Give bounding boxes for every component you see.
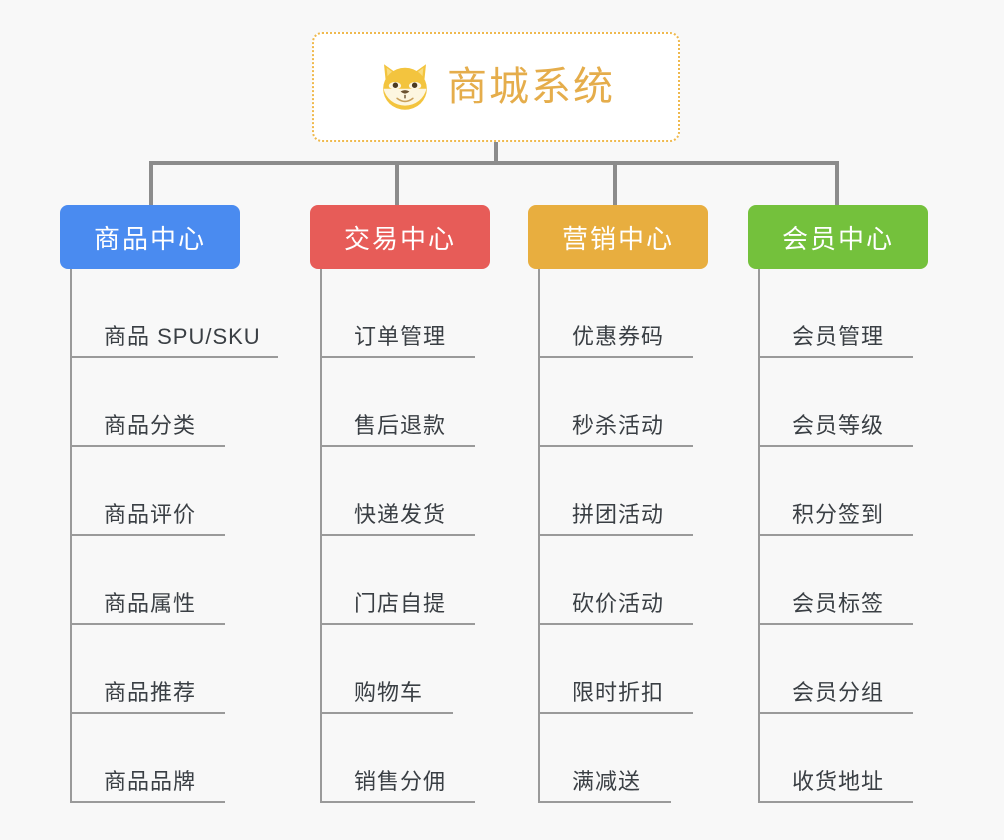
root-node-card[interactable]: 商城系统 [312, 32, 680, 142]
leaf-item-label: 会员标签 [792, 591, 885, 616]
leaf-item[interactable]: 销售分佣 [320, 714, 490, 803]
leaf-item-underline [320, 445, 475, 447]
leaf-item-underline [320, 801, 475, 803]
leaf-item-label: 砍价活动 [572, 591, 665, 616]
leaf-item[interactable]: 商品推荐 [70, 625, 240, 714]
leaf-item-underline [538, 623, 693, 625]
leaf-item-label: 商品分类 [104, 413, 197, 438]
category-label: 商品中心 [93, 223, 206, 254]
leaf-item-label: 销售分佣 [354, 769, 447, 794]
connector-horizontal-bar [149, 161, 839, 165]
category-label: 营销中心 [561, 223, 674, 254]
leaf-item-underline [538, 445, 693, 447]
leaf-item[interactable]: 砍价活动 [538, 536, 708, 625]
category-label: 会员中心 [781, 223, 894, 254]
leaf-item-label: 快递发货 [354, 502, 447, 527]
leaf-item-label: 满减送 [572, 769, 642, 794]
leaf-item[interactable]: 商品 SPU/SKU [70, 269, 278, 358]
category-box-trade-center[interactable]: 交易中心 [310, 205, 490, 269]
leaf-item-underline [758, 534, 913, 536]
leaf-item[interactable]: 商品评价 [70, 447, 240, 536]
leaf-item-label: 会员等级 [792, 413, 885, 438]
leaf-list-member-center: 会员管理会员等级积分签到会员标签会员分组收货地址 [758, 269, 928, 803]
leaf-item-underline [320, 712, 453, 714]
leaf-item-underline [70, 623, 225, 625]
leaf-item[interactable]: 拼团活动 [538, 447, 708, 536]
leaf-item[interactable]: 会员等级 [758, 358, 928, 447]
connector-drop-product-center [149, 161, 153, 205]
shiba-dog-face-icon [383, 64, 427, 110]
leaf-item[interactable]: 商品属性 [70, 536, 240, 625]
branch-column-trade-center: 交易中心 订单管理售后退款快递发货门店自提购物车销售分佣 [310, 205, 490, 803]
leaf-item-underline [320, 623, 475, 625]
leaf-item[interactable]: 限时折扣 [538, 625, 708, 714]
leaf-item[interactable]: 会员管理 [758, 269, 928, 358]
leaf-item-label: 售后退款 [354, 413, 447, 438]
leaf-item-label: 商品评价 [104, 502, 197, 527]
leaf-item-underline [320, 534, 475, 536]
leaf-item-underline [538, 534, 693, 536]
category-box-product-center[interactable]: 商品中心 [60, 205, 240, 269]
leaf-item[interactable]: 满减送 [538, 714, 708, 803]
leaf-item-underline [538, 801, 671, 803]
branch-column-product-center: 商品中心 商品 SPU/SKU 商品分类商品评价商品属性商品推荐商品品牌 [60, 205, 278, 803]
leaf-item[interactable]: 售后退款 [320, 358, 490, 447]
category-label: 交易中心 [343, 223, 456, 254]
leaf-item-label: 商品品牌 [104, 769, 197, 794]
leaf-item[interactable]: 商品分类 [70, 358, 240, 447]
connector-drop-marketing-center [613, 161, 617, 205]
leaf-item-label: 商品属性 [104, 591, 197, 616]
branch-column-member-center: 会员中心 会员管理会员等级积分签到会员标签会员分组收货地址 [748, 205, 928, 803]
leaf-item-underline [70, 445, 225, 447]
leaf-item[interactable]: 优惠券码 [538, 269, 708, 358]
leaf-item-underline [758, 445, 913, 447]
leaf-item-label: 商品 SPU/SKU [104, 324, 261, 349]
leaf-item-underline [758, 356, 913, 358]
leaf-item-label: 会员分组 [792, 680, 885, 705]
leaf-item-label: 收货地址 [792, 769, 885, 794]
leaf-item-label: 订单管理 [354, 324, 447, 349]
leaf-item-underline [538, 356, 693, 358]
leaf-item-underline [758, 801, 913, 803]
branch-column-marketing-center: 营销中心 优惠券码秒杀活动拼团活动砍价活动限时折扣满减送 [528, 205, 708, 803]
leaf-item[interactable]: 快递发货 [320, 447, 490, 536]
leaf-item-underline [70, 801, 225, 803]
leaf-item[interactable]: 购物车 [320, 625, 490, 714]
leaf-item[interactable]: 收货地址 [758, 714, 928, 803]
leaf-item-underline [70, 356, 278, 358]
root-title: 商城系统 [447, 65, 615, 109]
leaf-item-underline [758, 623, 913, 625]
category-box-member-center[interactable]: 会员中心 [748, 205, 928, 269]
leaf-item-underline [70, 534, 225, 536]
leaf-item-label: 秒杀活动 [572, 413, 665, 438]
leaf-list-marketing-center: 优惠券码秒杀活动拼团活动砍价活动限时折扣满减送 [538, 269, 708, 803]
leaf-list-trade-center: 订单管理售后退款快递发货门店自提购物车销售分佣 [320, 269, 490, 803]
leaf-item[interactable]: 门店自提 [320, 536, 490, 625]
leaf-item[interactable]: 会员分组 [758, 625, 928, 714]
leaf-list-product-center: 商品 SPU/SKU 商品分类商品评价商品属性商品推荐商品品牌 [70, 269, 278, 803]
leaf-item-underline [758, 712, 913, 714]
leaf-item-label: 限时折扣 [572, 680, 665, 705]
leaf-item-label: 积分签到 [792, 502, 885, 527]
leaf-item[interactable]: 积分签到 [758, 447, 928, 536]
leaf-item-label: 会员管理 [792, 324, 885, 349]
connector-drop-member-center [835, 161, 839, 205]
leaf-item-underline [538, 712, 693, 714]
leaf-item-underline [320, 356, 475, 358]
leaf-item-label: 拼团活动 [572, 502, 665, 527]
leaf-item-label: 商品推荐 [104, 680, 197, 705]
leaf-item[interactable]: 商品品牌 [70, 714, 240, 803]
leaf-item[interactable]: 会员标签 [758, 536, 928, 625]
connector-drop-trade-center [395, 161, 399, 205]
leaf-item-label: 购物车 [354, 680, 424, 705]
category-box-marketing-center[interactable]: 营销中心 [528, 205, 708, 269]
leaf-item[interactable]: 秒杀活动 [538, 358, 708, 447]
connector-stem [494, 142, 498, 163]
leaf-item-label: 优惠券码 [572, 324, 665, 349]
leaf-item-underline [70, 712, 225, 714]
leaf-item-label: 门店自提 [354, 591, 447, 616]
leaf-item[interactable]: 订单管理 [320, 269, 490, 358]
